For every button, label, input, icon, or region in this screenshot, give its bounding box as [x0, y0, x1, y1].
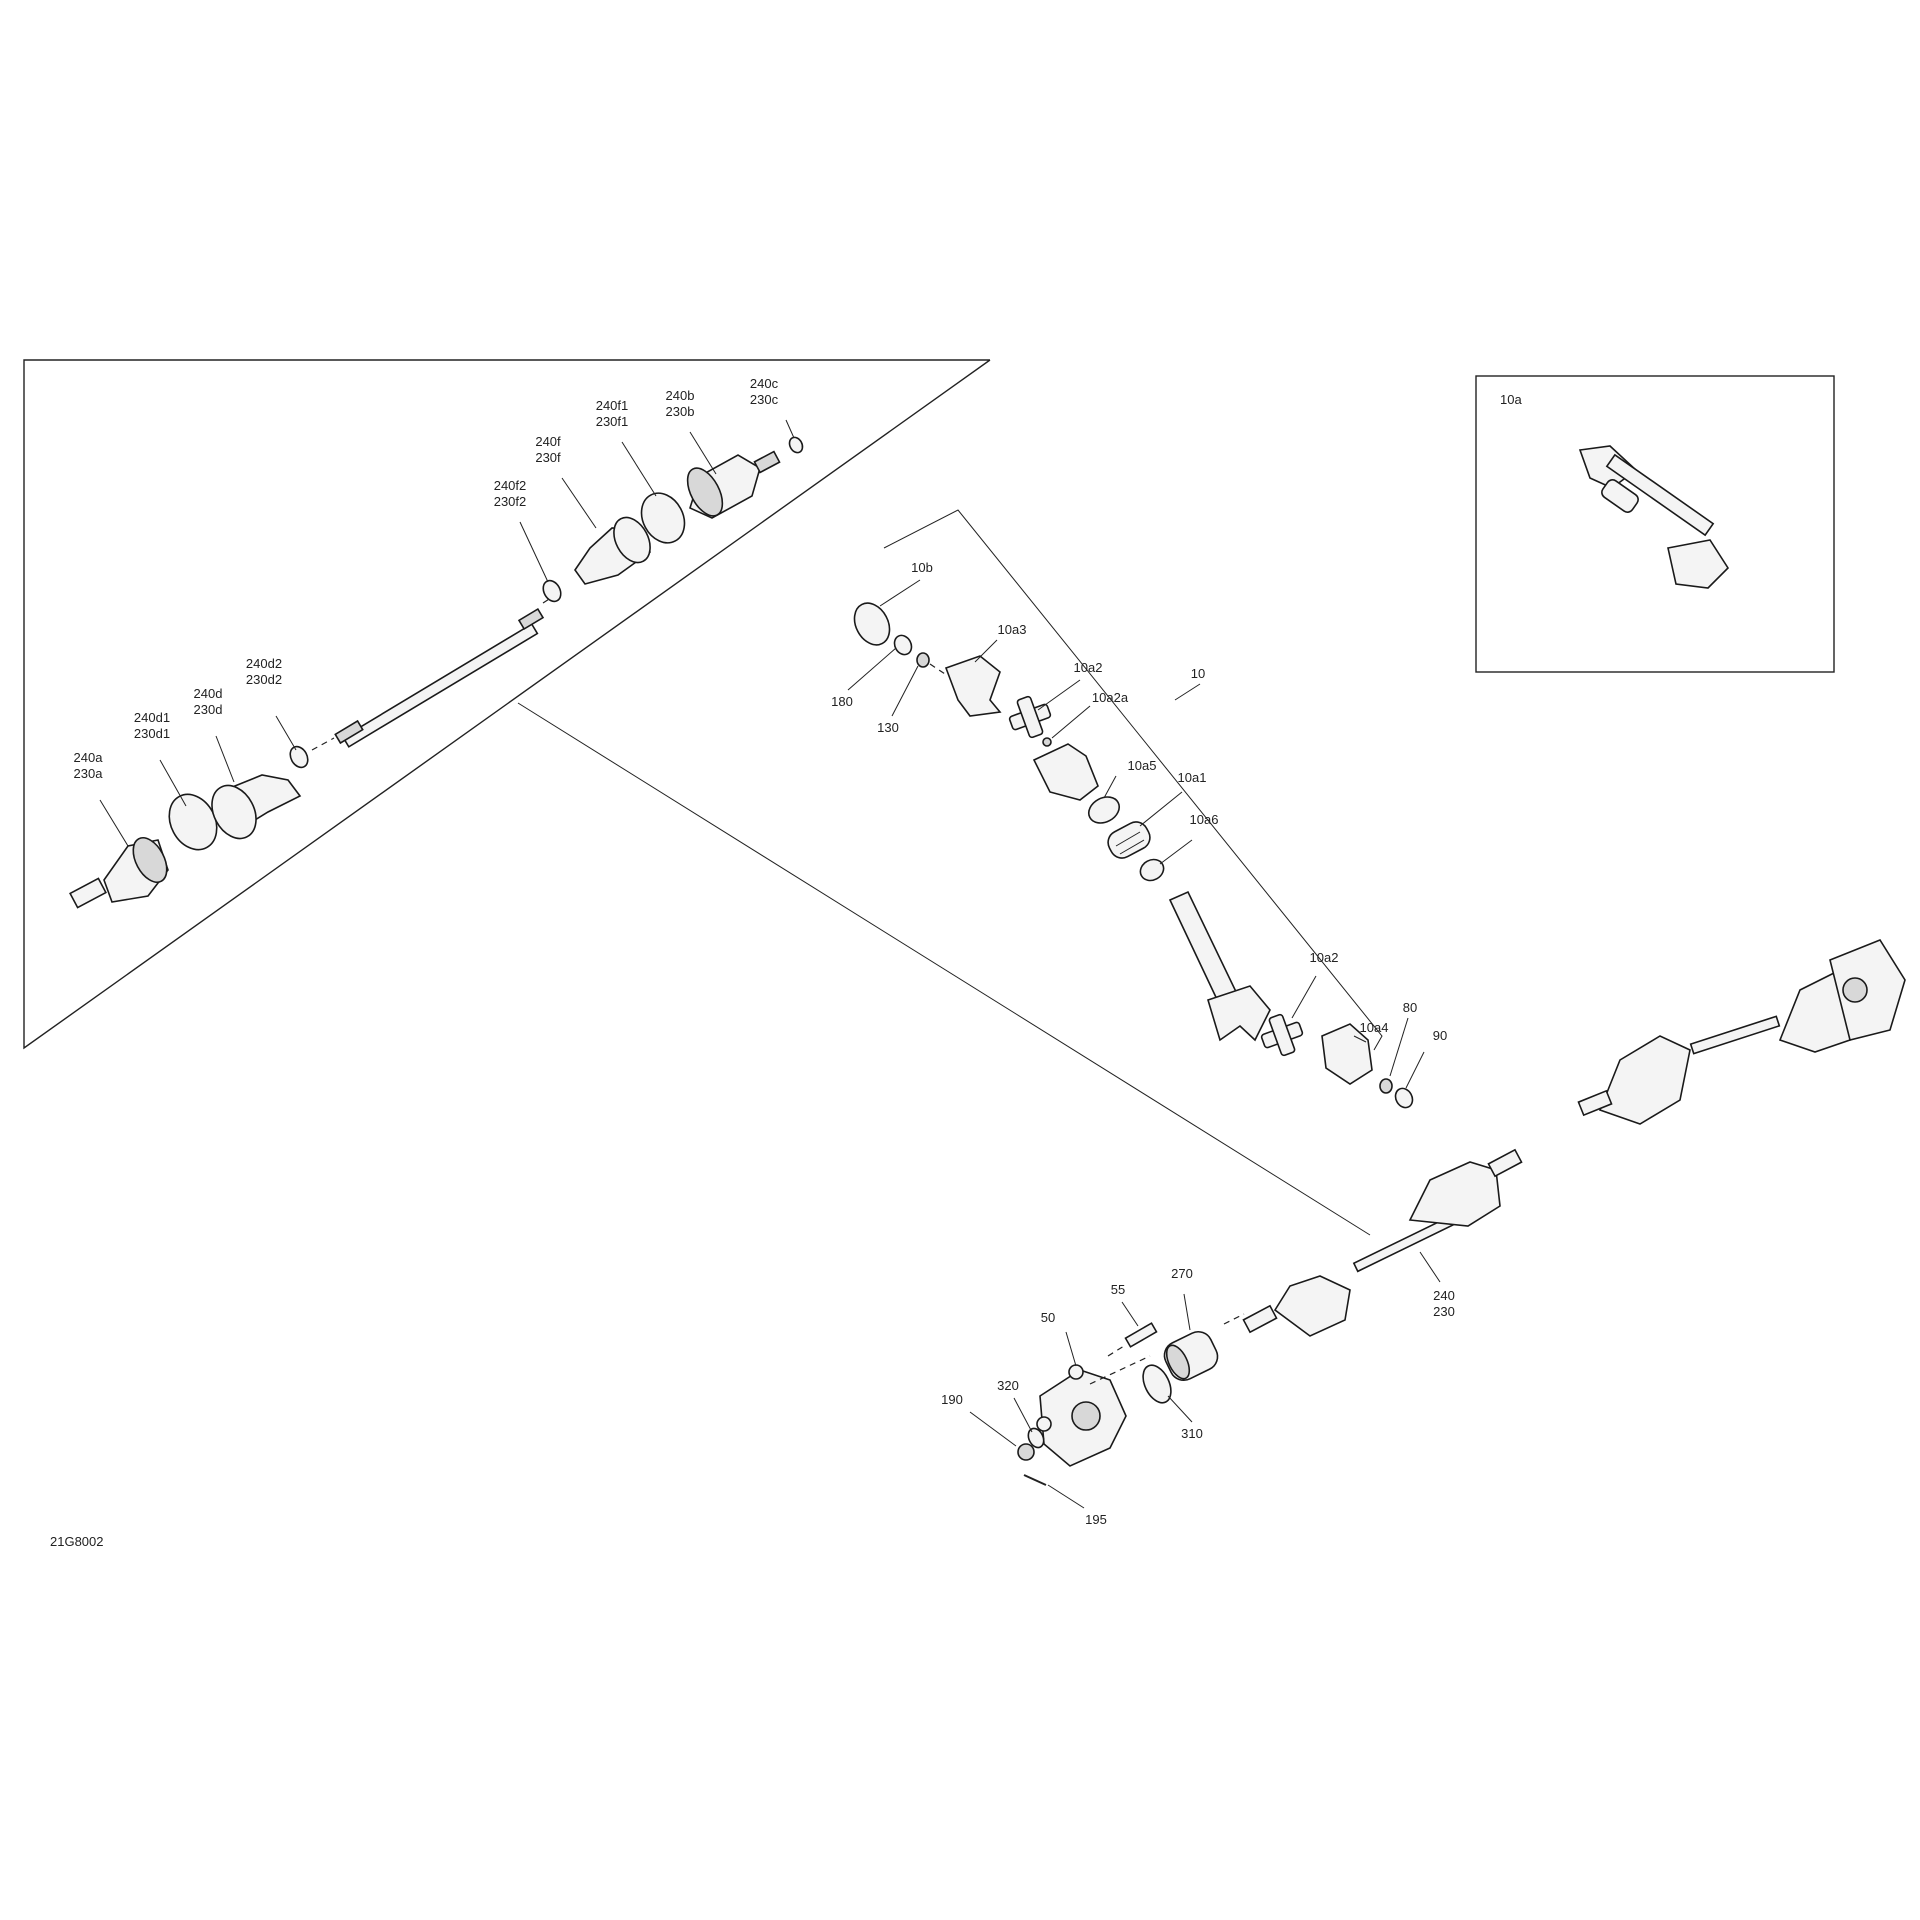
universal-cross-10a2-top-part [1008, 695, 1052, 739]
callout-10a4: 10a4 [1360, 1020, 1389, 1035]
assembly-axis-4 [1223, 1313, 1245, 1325]
callout-130: 130 [877, 720, 899, 735]
assembly-axis-5 [1107, 1345, 1125, 1357]
axle-shaft-part [334, 607, 545, 748]
callout-10: 10 [1191, 666, 1205, 681]
slip-yoke-part [1032, 743, 1099, 801]
outer-cv-joint-part [69, 837, 169, 909]
leader-10 [1174, 683, 1201, 701]
callout-10a5: 10a5 [1128, 758, 1157, 773]
callout-10a2-top: 10a2 [1074, 660, 1103, 675]
seal-10b-part [853, 602, 891, 646]
assembly-axis-6 [1089, 1355, 1151, 1385]
assembled-axle-with-hub-part [1577, 939, 1906, 1125]
nut-130-part [916, 652, 930, 668]
washer-90-part [1394, 1087, 1414, 1109]
callout-10a2-bottom: 10a2 [1310, 950, 1339, 965]
leader-lines [99, 419, 1425, 1509]
cotter-pin-195-part [1023, 1474, 1047, 1486]
boot-clamp-240d2-part [289, 745, 309, 769]
callout-195: 195 [1085, 1512, 1107, 1527]
wheel-stud-55-part [1124, 1322, 1158, 1348]
wheel-hub-50-part [1036, 1364, 1127, 1467]
wheel-bearing-270-part [1163, 1330, 1219, 1382]
inset-box-10a [1475, 375, 1835, 673]
boot-10a1-part [1107, 821, 1151, 859]
callout-270: 270 [1171, 1266, 1193, 1281]
cv-boot-240f-part [574, 516, 651, 585]
universal-cross-10a2-bottom-part [1260, 1013, 1304, 1057]
callout-310: 310 [1181, 1426, 1203, 1441]
castle-nut-190-part [1017, 1443, 1035, 1461]
figure-code: 21G8002 [50, 1534, 104, 1549]
driveshaft-assembly-10a-part [1578, 445, 1730, 589]
grease-fitting-10a2a-part [1042, 737, 1052, 747]
nut-80-part [1379, 1078, 1393, 1094]
boot-clamp-240f1-part [640, 492, 686, 544]
propeller-shaft-part [1168, 890, 1271, 1042]
callout-10a6: 10a6 [1190, 812, 1219, 827]
inner-cv-joint-part [686, 450, 781, 519]
inset-label-10a: 10a [1500, 392, 1522, 407]
cv-boot-240d-part [211, 774, 302, 840]
detail-frame-axle-components [23, 359, 1371, 1236]
callout-90: 90 [1433, 1028, 1447, 1043]
assembly-10-bracket [883, 509, 1383, 1051]
boot-clamp-240f2-part [542, 579, 562, 603]
callout-190: 190 [941, 1392, 963, 1407]
callout-10a3: 10a3 [998, 622, 1027, 637]
ring-10a5-part [1087, 796, 1121, 824]
callout-10a1: 10a1 [1178, 770, 1207, 785]
circlip-240c-part [788, 436, 804, 454]
callout-10a2a: 10a2a [1092, 690, 1129, 705]
washer-180-part [893, 634, 913, 656]
callout-180: 180 [831, 694, 853, 709]
callout-55: 55 [1111, 1282, 1125, 1297]
ring-10a6-part [1139, 858, 1165, 882]
retaining-ring-310-part [1142, 1364, 1172, 1404]
drive-axle-240-part [1242, 1148, 1523, 1337]
assembly-axis-1 [311, 737, 335, 751]
callout-80: 80 [1403, 1000, 1417, 1015]
leader-240 [1419, 1251, 1441, 1283]
assembly-axis-3 [929, 663, 949, 677]
callout-50: 50 [1041, 1310, 1055, 1325]
callout-10b: 10b [911, 560, 933, 575]
washer-320-part [1027, 1427, 1045, 1449]
callout-320: 320 [997, 1378, 1019, 1393]
yoke-10a3-part [944, 655, 1002, 717]
